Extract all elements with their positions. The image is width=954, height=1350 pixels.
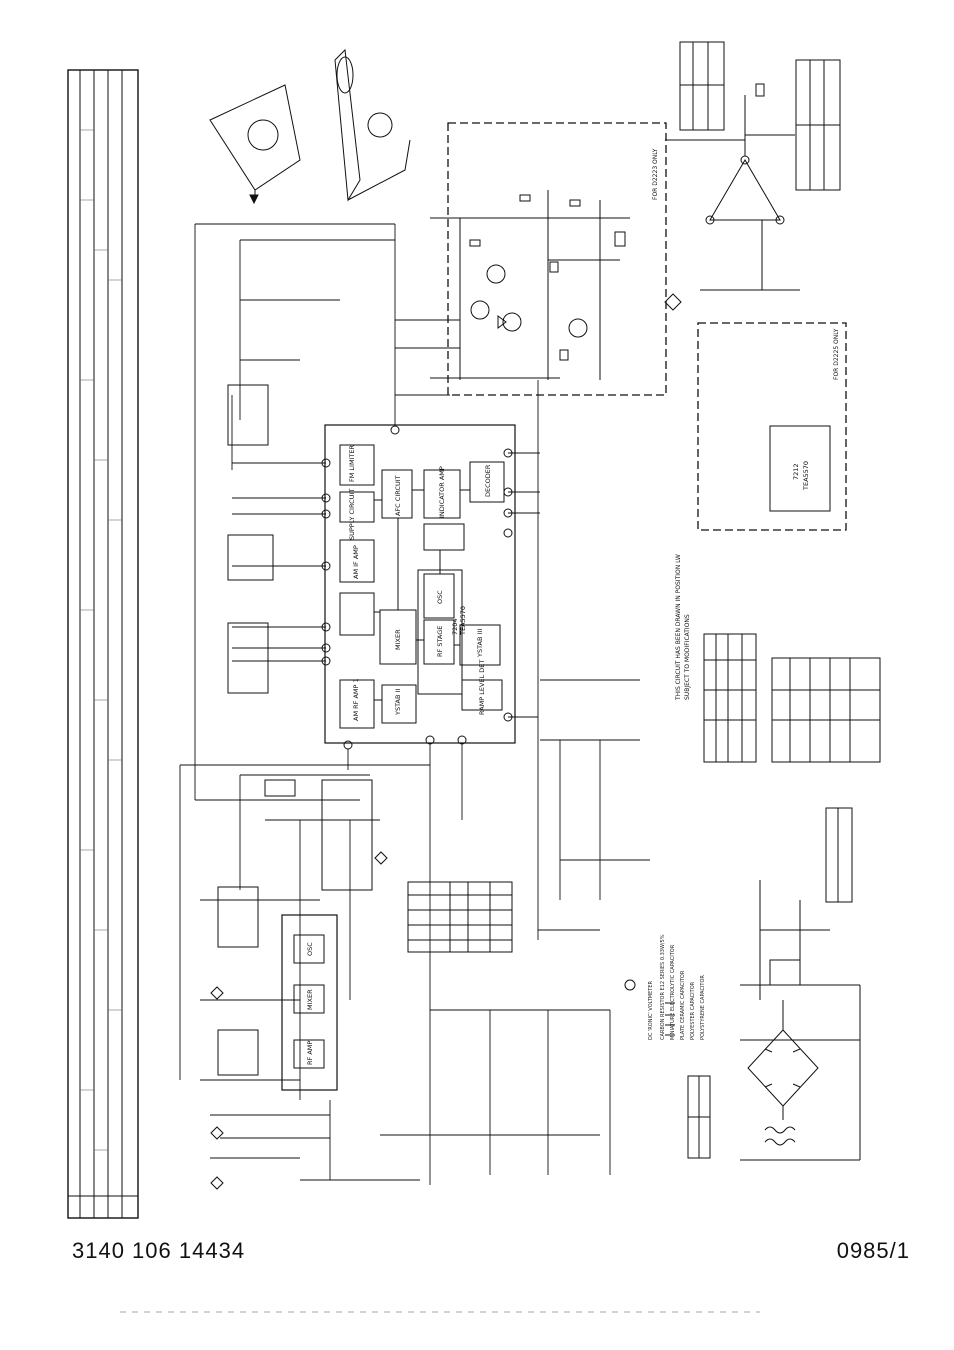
label-afc-group: AFC CIRCUIT [394, 475, 402, 516]
ic2-type: TEA5570 [802, 461, 810, 491]
bridge-rectifier [740, 984, 861, 1161]
label-fm-limiter-group: FM LIMITER [348, 444, 356, 482]
am-frontend-ic [281, 914, 338, 1091]
label-am-if-group: AM IF AMP [352, 545, 360, 579]
dial-cord-drawing-1 [209, 84, 301, 205]
connector-symbols [210, 851, 388, 1190]
ic-type: TEA5570 [459, 606, 467, 636]
block-ramp-level: RAMP LEVEL DET [478, 660, 486, 715]
label-fm-mixer-group: MIXER [306, 989, 314, 1010]
block-fm-rf-amp: RF AMP [306, 1041, 314, 1065]
label-fm-osc-group: OSC [306, 942, 314, 956]
block-rf-stage: RF STAGE [436, 626, 444, 657]
label-fm-rf-group: RF AMP [306, 1041, 314, 1065]
note-2223-group: FOR D2223 ONLY [652, 148, 659, 200]
switch-banks-left [217, 384, 373, 1076]
document-revision: 0985/1 [836, 1238, 910, 1263]
legend-symbols [624, 979, 675, 1036]
label-ystab-group: YSTAB III [476, 629, 484, 658]
table-right-3 [825, 807, 853, 903]
label-ramp-group: RAMP LEVEL DET [478, 660, 486, 715]
block-fm-mixer: MIXER [306, 989, 314, 1010]
block-ystab2: YSTAB II [394, 689, 402, 716]
supply-regulator [759, 880, 830, 1000]
label-decoder-group: DECODER [484, 464, 492, 497]
ic2-name: 7212 [792, 463, 800, 480]
block-indicator-amp: INDICATOR AMP [438, 466, 446, 518]
note-circuit-drawn: THIS CIRCUIT HAS BEEN DRAWN IN POSITION … [675, 554, 682, 701]
option-box-2225 [697, 322, 847, 531]
block-fm-limiter: FM LIMITER [348, 444, 356, 482]
triangle-tuner [664, 83, 800, 311]
parts-list-table [67, 69, 139, 1219]
note-circuit-group: THIS CIRCUIT HAS BEEN DRAWN IN POSITION … [675, 554, 691, 701]
block-mixer: MIXER [394, 629, 402, 650]
table-lower-middle [407, 881, 513, 953]
block-am-rf-amp: AM RF AMP 1 [352, 678, 360, 721]
note-subject: SUBJECT TO MODIFICATIONS [684, 614, 691, 700]
block-decoder: DECODER [484, 464, 492, 497]
legend-miniature-elco: MINIATURE ELECTROLYTIC CAPACITOR [670, 944, 676, 1040]
legend-polyester: POLYESTER CAPACITOR [690, 981, 696, 1040]
label-ic-group: 7204 TEA5570 [451, 606, 467, 636]
ic-name: 7204 [451, 618, 459, 635]
label-indicator-group: INDICATOR AMP [438, 466, 446, 518]
table-right-4 [687, 1075, 711, 1159]
legend-polystyrene: POLYSTYRENE CAPACITOR [700, 975, 706, 1040]
table-top-right-2 [795, 59, 841, 191]
legend-plate-ceramic: PLATE CERAMIC CAPACITOR [680, 970, 686, 1040]
note-2225-group: FOR D2225 ONLY [833, 328, 840, 380]
label-ic2-group: 7212 TEA5570 [792, 461, 810, 491]
main-wiring [179, 223, 650, 1185]
table-top-right-1 [679, 41, 725, 131]
note-for-2223: FOR D2223 ONLY [652, 148, 659, 200]
fm-frontend-box [447, 122, 667, 396]
label-ystab2-group: YSTAB II [394, 689, 402, 716]
block-osc: OSC [436, 590, 444, 604]
label-am-rf-group: AM RF AMP 1 [352, 678, 360, 721]
legend-voltmeter: DC 'RONIC' VOLTMETER [648, 981, 654, 1040]
ic-tea5570 [321, 424, 516, 750]
block-fm-osc: OSC [306, 942, 314, 956]
fm-frontend-circuit [430, 190, 630, 380]
block-supply-circuit: SUPPLY CIRCUIT [348, 489, 356, 540]
label-mixer-group: MIXER [394, 629, 402, 650]
legend-carbon-resistor: CARBON RESISTOR E12 SERIES 0.33W/5% [660, 934, 666, 1040]
table-right-2 [771, 657, 881, 763]
table-right-1 [703, 633, 757, 763]
legend-text-group: DC 'RONIC' VOLTMETER CARBON RESISTOR E12… [648, 934, 706, 1040]
dial-cord-drawing-2 [334, 48, 411, 202]
block-ystab: YSTAB III [476, 629, 484, 658]
block-am-if-amp: AM IF AMP [352, 545, 360, 579]
document-number: 3140 106 14434 [72, 1238, 246, 1263]
note-for-2225: FOR D2225 ONLY [833, 328, 840, 380]
label-supply-group: SUPPLY CIRCUIT [348, 489, 356, 540]
ic-7212-box [769, 425, 831, 512]
label-osc-group: OSC [436, 590, 444, 604]
block-afc-circuit: AFC CIRCUIT [394, 475, 402, 516]
label-rf-stage-group: RF STAGE [436, 626, 444, 657]
